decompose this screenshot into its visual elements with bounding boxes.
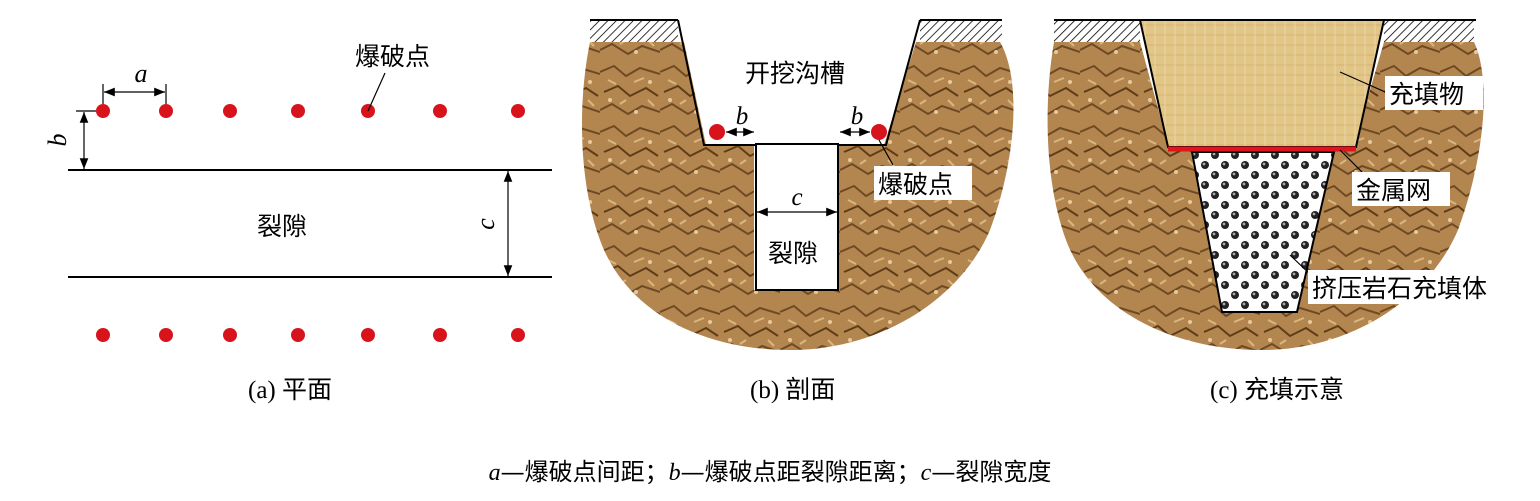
- crack-cavity: [755, 143, 839, 291]
- mesh-label-bg: [1352, 172, 1450, 206]
- caption-a: (a) 平面: [248, 377, 332, 404]
- blast-point: [433, 104, 447, 118]
- legend-a-desc: —爆破点间距；: [500, 458, 669, 486]
- ground-hatch-left: [1054, 21, 1140, 42]
- label-mesh: 金属网: [1356, 176, 1431, 205]
- caption-c: (c) 充填示意: [1210, 376, 1344, 404]
- blast-point: [223, 104, 237, 118]
- blast-point: [291, 104, 305, 118]
- blast-points-row-top: [96, 104, 525, 118]
- dim-b-label: b: [43, 134, 72, 147]
- label-rock-fill: 挤压岩石充填体: [1312, 274, 1487, 303]
- label-blast-point: 爆破点: [355, 42, 430, 71]
- blast-point: [291, 328, 305, 342]
- legend-b-desc: —爆破点距裂隙距离；: [680, 458, 921, 486]
- blast-point: [511, 104, 525, 118]
- fill-label-bg: [1385, 76, 1483, 110]
- fill-leader: [1339, 71, 1393, 96]
- blast-point-right: [871, 124, 887, 140]
- panel-b-section: b b c 开挖沟槽 裂隙 爆破点 (b) 剖面: [581, 19, 1014, 404]
- rock-fill-body: [1190, 151, 1336, 313]
- label-crack: 裂隙: [257, 212, 307, 241]
- caption-b: (b) 剖面: [750, 376, 835, 404]
- blast-point: [159, 104, 173, 118]
- label-crack: 裂隙: [768, 239, 818, 268]
- ground-hatch-left: [590, 21, 678, 42]
- blast-point: [96, 104, 110, 118]
- legend-c-var: c: [920, 460, 932, 486]
- panel-c-filling: 充填物 金属网 挤压岩石充填体 (c) 充填示意: [1047, 19, 1518, 404]
- legend-c-desc: —裂隙宽度: [931, 458, 1052, 486]
- label-fill: 充填物: [1389, 80, 1464, 109]
- ground-hatch-right: [1384, 21, 1474, 42]
- mesh-leader: [1339, 149, 1363, 173]
- label-trench: 开挖沟槽: [745, 59, 845, 88]
- blast-point-left: [709, 124, 725, 140]
- panel-a-plan: a b c 爆破点 裂隙 (a) 平面: [43, 42, 552, 404]
- legend-b-var: b: [668, 460, 681, 486]
- rock-fill-label-bg: [1308, 270, 1518, 304]
- blast-point: [223, 328, 237, 342]
- blast-point: [511, 328, 525, 342]
- variable-legend: a—爆破点间距；b—爆破点距裂隙距离；c—裂隙宽度: [0, 452, 1540, 487]
- dim-c-label: c: [471, 218, 500, 230]
- dim-b-left-label: b: [736, 103, 749, 130]
- blast-label-bg: [874, 166, 972, 200]
- trench-outline: [677, 19, 921, 146]
- legend-a-var: a: [488, 460, 501, 486]
- label-blast-point: 爆破点: [878, 170, 953, 199]
- blast-point: [433, 328, 447, 342]
- dim-b-right-label: b: [851, 103, 864, 130]
- ground-hatch-right: [920, 21, 1002, 42]
- blast-point: [96, 328, 110, 342]
- dim-a-label: a: [135, 59, 148, 88]
- dim-c-label: c: [791, 184, 802, 211]
- blast-point: [159, 328, 173, 342]
- rock-body: [581, 42, 1014, 350]
- blast-points-row-bottom: [96, 328, 525, 342]
- fill-material: [1138, 19, 1386, 148]
- blast-leader: [878, 139, 894, 166]
- blast-leader: [367, 72, 386, 112]
- blast-point: [361, 328, 375, 342]
